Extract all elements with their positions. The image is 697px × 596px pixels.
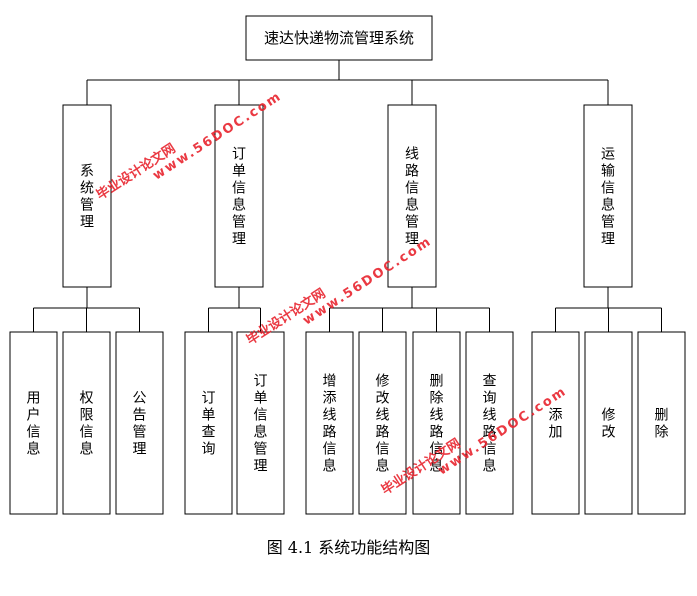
leaf-box-3-1: 修改 (584, 331, 633, 515)
leaf-box-3-1-label: 修改 (602, 408, 616, 441)
leaf-box-1-0: 订单查询 (184, 331, 233, 515)
leaf-box-2-0-frame (305, 331, 354, 515)
leaf-box-3-2-frame (637, 331, 686, 515)
module-box-1-label: 订单信息管理 (232, 147, 246, 248)
leaf-box-3-2: 删除 (637, 331, 686, 515)
leaf-box-2-3: 查询线路信息 (465, 331, 514, 515)
leaf-box-2-2-frame (412, 331, 461, 515)
leaf-box-3-2-label: 删除 (655, 408, 669, 441)
leaf-box-0-2-frame (115, 331, 164, 515)
module-box-2-frame (387, 104, 437, 288)
leaf-box-1-1: 订单信息管理 (236, 331, 285, 515)
leaf-box-1-1-label: 订单信息管理 (254, 374, 268, 475)
root-label: 速达快递物流管理系统 (264, 29, 414, 47)
leaf-box-2-2-label: 删除线路信息 (430, 374, 444, 475)
root-box: 速达快递物流管理系统 (245, 15, 433, 61)
leaf-box-0-1-label: 权限信息 (80, 391, 94, 458)
function-structure-diagram: 速达快递物流管理系统系统管理用户信息权限信息公告管理订单信息管理订单查询订单信息… (9, 15, 686, 515)
leaf-box-1-1-frame (236, 331, 285, 515)
module-box-0-frame (62, 104, 112, 288)
leaf-box-3-1-frame (584, 331, 633, 515)
leaf-box-0-1: 权限信息 (62, 331, 111, 515)
leaf-box-1-0-label: 订单查询 (202, 391, 216, 458)
root-box-frame (245, 15, 433, 61)
leaf-box-0-0-label: 用户信息 (27, 391, 41, 458)
module-box-0: 系统管理 (62, 104, 112, 288)
leaf-box-2-0-label: 增添线路信息 (323, 374, 337, 475)
leaf-box-3-0-label: 添加 (549, 408, 563, 441)
module-box-1: 订单信息管理 (214, 104, 264, 288)
diagram-boxes: 速达快递物流管理系统系统管理用户信息权限信息公告管理订单信息管理订单查询订单信息… (9, 15, 686, 515)
module-box-3: 运输信息管理 (583, 104, 633, 288)
leaf-box-0-0: 用户信息 (9, 331, 58, 515)
leaf-box-2-2: 删除线路信息 (412, 331, 461, 515)
leaf-box-2-1-label: 修改线路信息 (376, 374, 390, 475)
leaf-box-0-1-frame (62, 331, 111, 515)
leaf-box-3-0-frame (531, 331, 580, 515)
leaf-box-2-3-label: 查询线路信息 (483, 374, 497, 475)
figure-caption: 图 4.1 系统功能结构图 (266, 538, 431, 557)
module-box-3-frame (583, 104, 633, 288)
leaf-box-0-0-frame (9, 331, 58, 515)
leaf-box-2-0: 增添线路信息 (305, 331, 354, 515)
module-box-1-frame (214, 104, 264, 288)
leaf-box-0-2: 公告管理 (115, 331, 164, 515)
leaf-box-0-2-label: 公告管理 (133, 391, 147, 458)
module-box-2-label: 线路信息管理 (405, 147, 419, 248)
module-box-3-label: 运输信息管理 (601, 147, 615, 248)
leaf-box-1-0-frame (184, 331, 233, 515)
leaf-box-2-1: 修改线路信息 (358, 331, 407, 515)
leaf-box-3-0: 添加 (531, 331, 580, 515)
module-box-0-label: 系统管理 (80, 164, 94, 231)
leaf-box-2-3-frame (465, 331, 514, 515)
leaf-box-2-1-frame (358, 331, 407, 515)
module-box-2: 线路信息管理 (387, 104, 437, 288)
connector-lines (33, 60, 662, 332)
